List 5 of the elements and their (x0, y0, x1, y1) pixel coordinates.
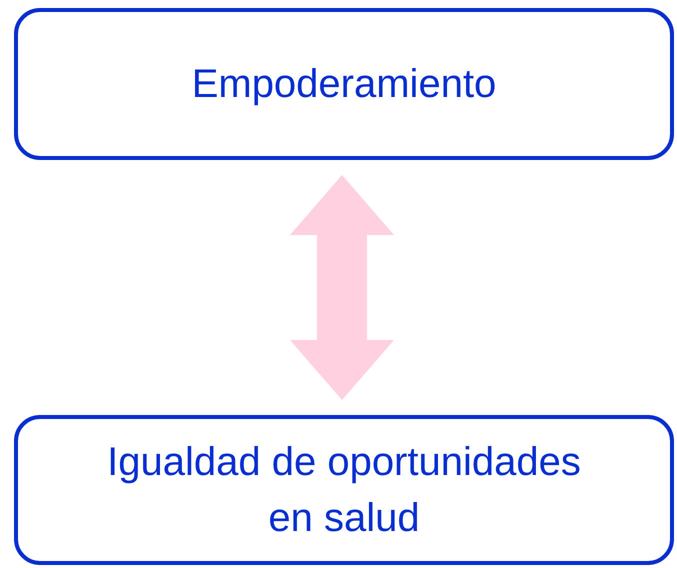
text-box (14, 8, 674, 160)
box-label: Empoderamiento (192, 61, 496, 108)
double-arrow (290, 175, 394, 400)
text-box (14, 415, 674, 565)
box-label: Igualdad de oportunidades en salud (106, 439, 582, 542)
